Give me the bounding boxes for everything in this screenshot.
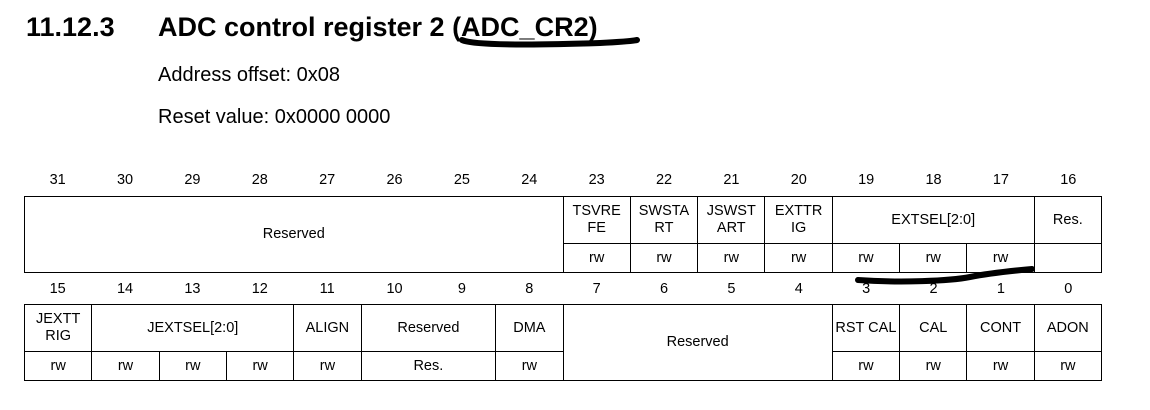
bit-number: 26 — [386, 172, 403, 188]
bit-number: 29 — [184, 172, 201, 188]
field-rstcal: RST CAL — [831, 304, 901, 352]
access-tsvrefe: rw — [562, 243, 631, 273]
bit-number: 19 — [858, 172, 875, 188]
access-cal: rw — [899, 351, 968, 381]
field-jswstart: JSWST ART — [697, 196, 766, 244]
register-title: ADC control register 2 — [158, 12, 453, 42]
bit-number: 6 — [660, 281, 669, 297]
register-table-lower: JEXTT RIG JEXTSEL[2:0] ALIGN Reserved DM… — [23, 304, 1103, 381]
bit-number: 10 — [386, 281, 403, 297]
access-extsel-18: rw — [899, 243, 968, 273]
bit-numbers-upper: 31 30 29 28 27 26 25 24 23 22 21 20 19 1… — [24, 172, 1102, 188]
bit-number: 31 — [49, 172, 66, 188]
field-reserved-upper: Reserved — [24, 196, 564, 273]
bit-number: 5 — [727, 281, 736, 297]
register-table-upper: Reserved TSVRE FE SWSTA RT JSWST ART EXT… — [24, 196, 1103, 273]
access-reserved-10-9: Res. — [360, 351, 497, 381]
bit-numbers-lower: 15 14 13 12 11 10 9 8 7 6 5 4 3 2 1 0 — [24, 281, 1102, 297]
access-dma: rw — [495, 351, 564, 381]
field-tsvrefe: TSVRE FE — [562, 196, 631, 244]
field-reserved-7-4: Reserved — [562, 304, 833, 381]
access-exttrig: rw — [764, 243, 833, 273]
access-res-16 — [1033, 243, 1103, 273]
bit-number: 1 — [996, 281, 1005, 297]
bit-number: 21 — [723, 172, 740, 188]
bit-number: 25 — [453, 172, 470, 188]
bit-number: 18 — [925, 172, 942, 188]
field-extsel: EXTSEL[2:0] — [831, 196, 1035, 244]
bit-number: 24 — [521, 172, 538, 188]
access-align: rw — [293, 351, 362, 381]
access-jextsel-14: rw — [91, 351, 160, 381]
field-align: ALIGN — [293, 304, 362, 352]
field-res-16: Res. — [1033, 196, 1103, 244]
bit-number: 2 — [929, 281, 938, 297]
register-abbreviation: (ADC_CR2) — [452, 12, 598, 42]
bit-number: 3 — [862, 281, 871, 297]
bit-number: 12 — [251, 281, 268, 297]
bit-number: 23 — [588, 172, 605, 188]
bit-number: 7 — [592, 281, 601, 297]
access-jswstart: rw — [697, 243, 766, 273]
field-cal: CAL — [899, 304, 968, 352]
field-swstart: SWSTA RT — [629, 196, 699, 244]
access-swstart: rw — [629, 243, 699, 273]
access-jextsel-12: rw — [225, 351, 295, 381]
bit-number: 11 — [319, 281, 335, 297]
reset-value: Reset value: 0x0000 0000 — [158, 106, 391, 128]
bit-number: 15 — [49, 281, 66, 297]
field-exttrig: EXTTR IG — [764, 196, 833, 244]
access-cont: rw — [966, 351, 1035, 381]
field-dma: DMA — [495, 304, 564, 352]
bit-number: 20 — [790, 172, 807, 188]
bit-number: 22 — [655, 172, 673, 188]
field-cont: CONT — [966, 304, 1035, 352]
access-rstcal: rw — [831, 351, 901, 381]
field-jexttrig: JEXTT RIG — [23, 304, 93, 352]
bit-number: 30 — [116, 172, 134, 188]
bit-number: 8 — [525, 281, 534, 297]
field-reserved-10-9: Reserved — [360, 304, 497, 352]
bit-number: 9 — [457, 281, 466, 297]
access-jexttrig: rw — [23, 351, 93, 381]
field-adon: ADON — [1033, 304, 1103, 352]
bit-number: 17 — [992, 172, 1009, 188]
section-heading: 11.12.3 ADC control register 2 (ADC_CR2) — [26, 12, 598, 43]
bit-number: 13 — [184, 281, 201, 297]
access-extsel-19: rw — [831, 243, 901, 273]
bit-number: 16 — [1060, 172, 1077, 188]
access-jextsel-13: rw — [158, 351, 227, 381]
bit-number: 0 — [1064, 281, 1073, 297]
address-offset: Address offset: 0x08 — [158, 64, 340, 86]
field-jextsel: JEXTSEL[2:0] — [91, 304, 295, 352]
access-extsel-17: rw — [966, 243, 1035, 273]
bit-number: 4 — [794, 281, 803, 297]
access-adon: rw — [1033, 351, 1103, 381]
section-number: 11.12.3 — [26, 12, 115, 42]
bit-number: 14 — [116, 281, 134, 297]
bit-number: 28 — [251, 172, 268, 188]
bit-number: 27 — [319, 172, 336, 188]
